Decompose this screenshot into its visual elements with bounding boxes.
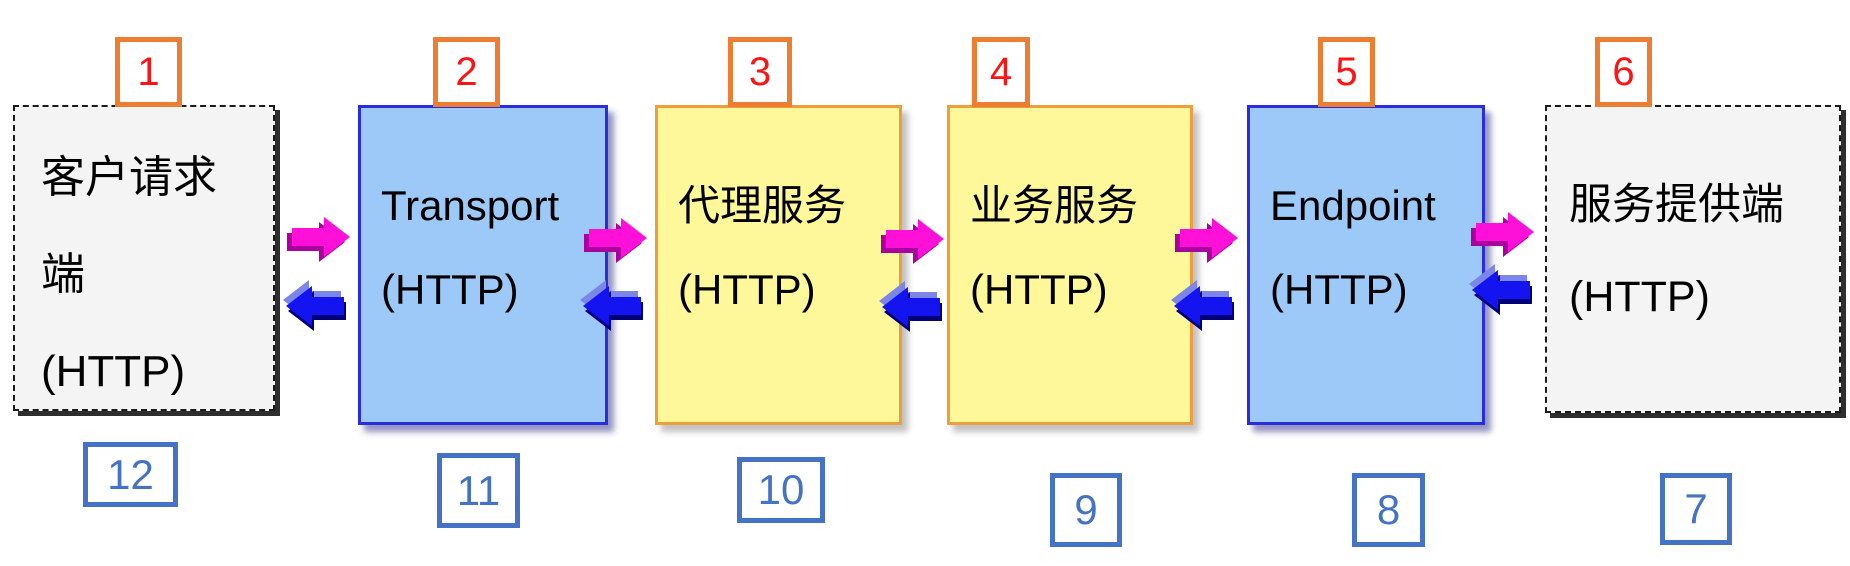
return-arrow-icon [580, 280, 643, 331]
step-number: 4 [989, 49, 1013, 94]
node-endpoint: Endpoint (HTTP) [1247, 105, 1485, 425]
step-number: 3 [748, 49, 772, 94]
node-proxy-service: 代理服务 (HTTP) [655, 105, 902, 425]
forward-arrow-icon [287, 217, 350, 262]
node-service-provider: 服务提供端 (HTTP) [1545, 105, 1841, 413]
step-number: 8 [1376, 486, 1401, 533]
node-label: Endpoint [1270, 182, 1436, 229]
step-number: 11 [456, 466, 501, 514]
step-badge-top-4: 4 [972, 37, 1030, 107]
return-arrow-icon [879, 281, 942, 332]
step-badge-bottom-7: 7 [1660, 473, 1732, 545]
step-number: 6 [1612, 49, 1635, 94]
forward-arrow-icon [1471, 212, 1534, 257]
return-arrow-icon [1469, 264, 1532, 315]
step-number: 7 [1684, 485, 1708, 532]
node-protocol: (HTTP) [678, 266, 816, 313]
step-number: 2 [455, 49, 478, 94]
return-arrow-icon [1171, 280, 1234, 331]
step-number: 1 [137, 49, 160, 94]
step-badge-bottom-8: 8 [1352, 473, 1425, 547]
node-client: 客户请求 端 (HTTP) [13, 105, 275, 411]
node-protocol: (HTTP) [1569, 273, 1710, 321]
forward-arrow-icon [584, 218, 647, 263]
node-label: 服务提供端 [1569, 181, 1784, 229]
step-badge-bottom-12: 12 [83, 442, 178, 507]
node-label: Transport [381, 182, 560, 229]
step-badge-top-1: 1 [115, 37, 182, 107]
node-protocol: (HTTP) [381, 266, 519, 313]
node-label: 端 [41, 250, 85, 299]
node-protocol: (HTTP) [970, 266, 1108, 313]
node-business-service: 业务服务 (HTTP) [947, 105, 1193, 425]
step-badge-bottom-10: 10 [737, 457, 825, 523]
step-number: 12 [107, 450, 154, 498]
step-badge-top-3: 3 [728, 37, 792, 107]
step-badge-bottom-9: 9 [1050, 473, 1122, 547]
step-number: 5 [1335, 49, 1358, 94]
return-arrow-icon [283, 280, 346, 331]
node-transport: Transport (HTTP) [358, 105, 608, 425]
node-protocol: (HTTP) [41, 347, 186, 396]
step-badge-top-6: 6 [1595, 37, 1652, 107]
forward-arrow-icon [1175, 218, 1238, 263]
node-label: 业务服务 [970, 182, 1139, 229]
node-label: 代理服务 [678, 182, 847, 229]
node-label: 客户请求 [41, 153, 217, 202]
step-badge-top-2: 2 [433, 37, 500, 107]
step-badge-bottom-11: 11 [437, 453, 520, 528]
node-protocol: (HTTP) [1270, 266, 1408, 313]
step-badge-top-5: 5 [1318, 37, 1375, 107]
step-number: 9 [1074, 486, 1098, 533]
forward-arrow-icon [881, 219, 944, 264]
step-number: 10 [757, 466, 805, 513]
